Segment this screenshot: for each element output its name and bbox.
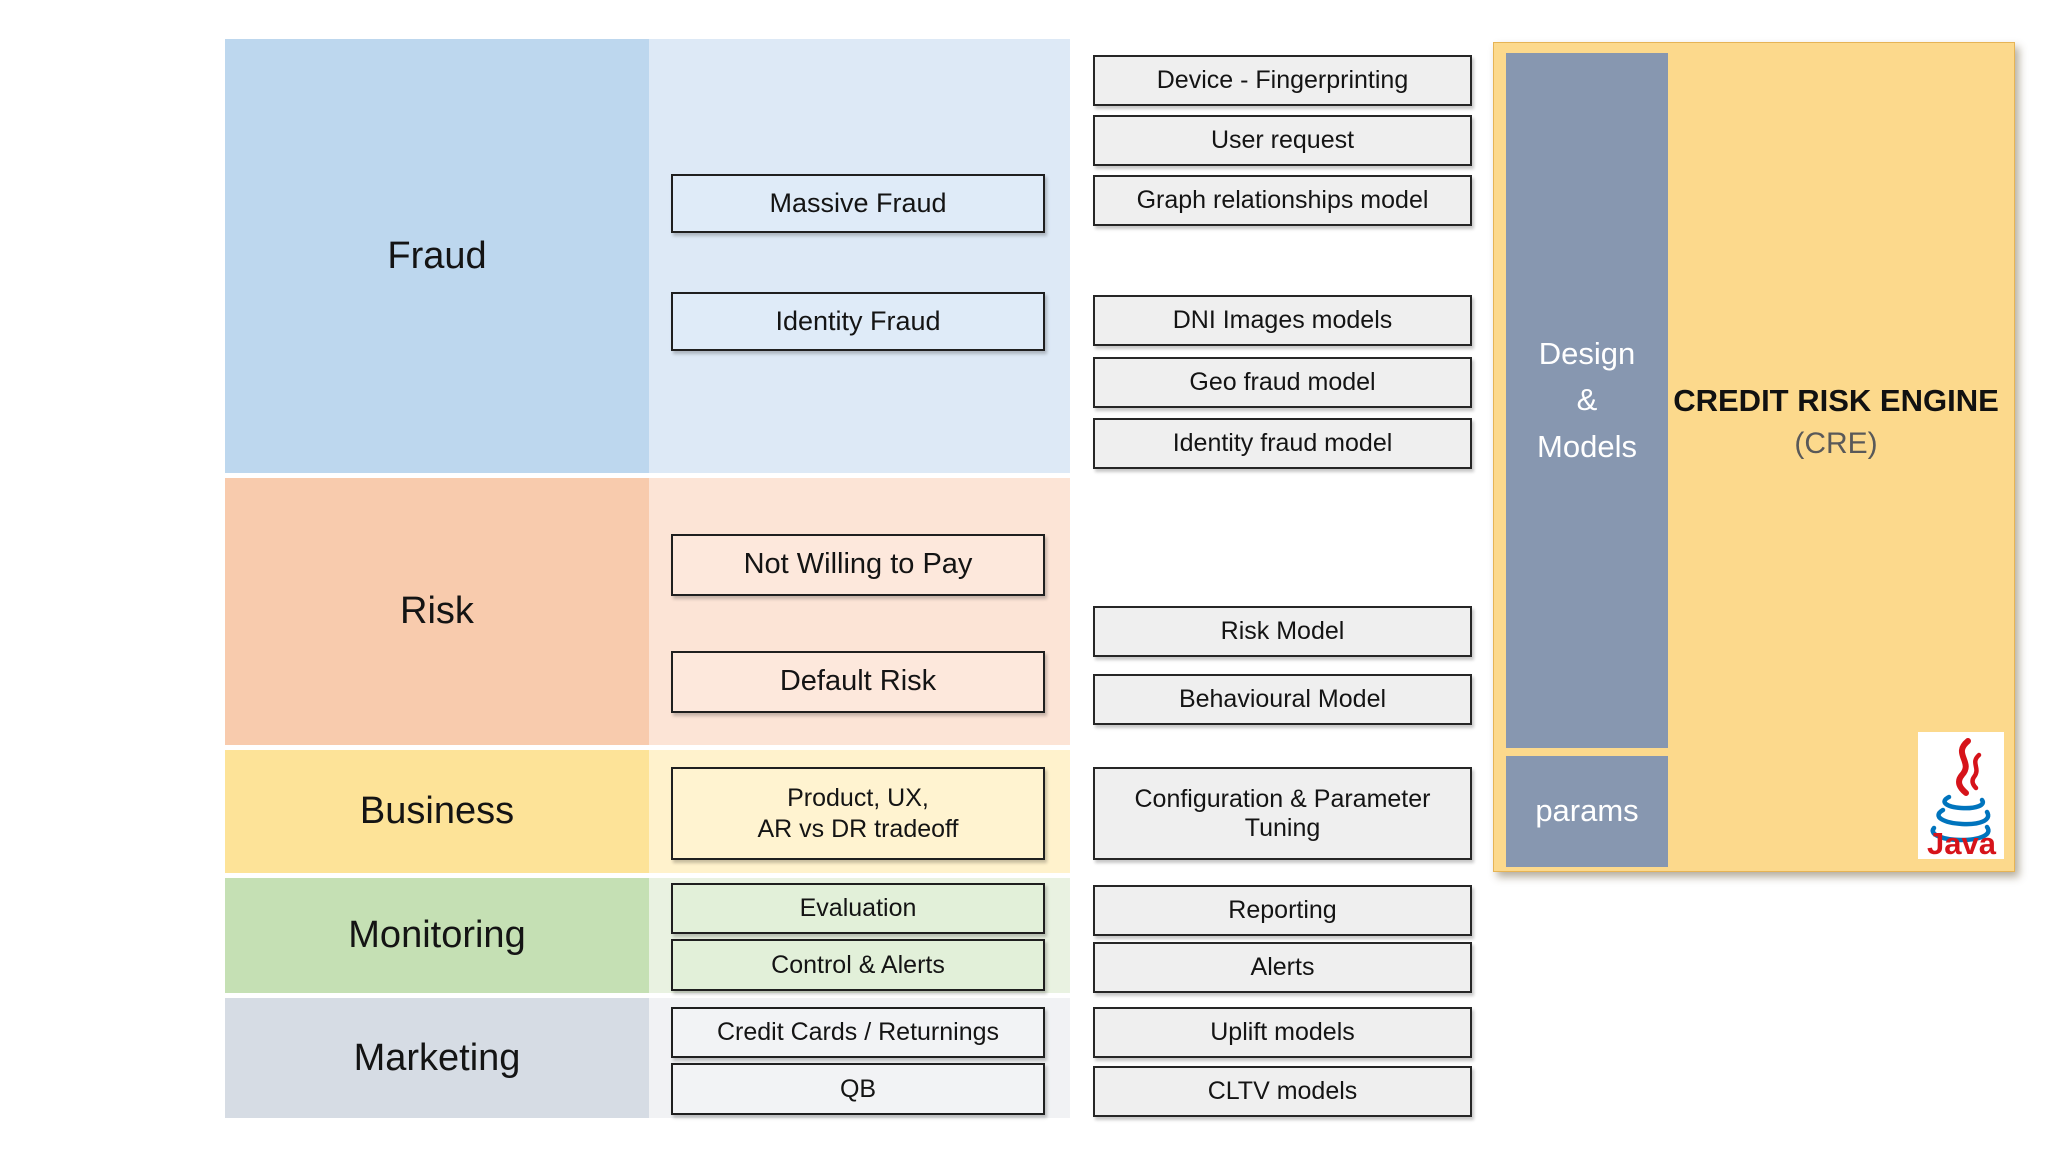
- model-alerts: Alerts: [1093, 942, 1472, 993]
- section-label-fraud: Fraud: [387, 234, 487, 277]
- node-default-risk: Default Risk: [671, 651, 1045, 713]
- node-credit-cards-returnings-label: Credit Cards / Returnings: [716, 1018, 1000, 1047]
- model-graph-relationships-label: Graph relationships model: [1136, 186, 1429, 215]
- node-not-willing-to-pay: Not Willing to Pay: [671, 534, 1045, 596]
- section-panel-business: Business: [225, 750, 649, 873]
- credit-risk-engine-panel: Design & Models params CREDIT RISK ENGIN…: [1493, 42, 2015, 872]
- model-dni-images-label: DNI Images models: [1172, 306, 1393, 335]
- engine-title-block: CREDIT RISK ENGINE (CRE): [1668, 381, 2004, 466]
- model-device-fingerprinting-label: Device - Fingerprinting: [1156, 66, 1409, 95]
- model-geo-fraud-label: Geo fraud model: [1189, 368, 1376, 397]
- section-label-monitoring: Monitoring: [348, 914, 526, 956]
- node-not-willing-to-pay-label: Not Willing to Pay: [743, 548, 973, 581]
- model-cltv-models: CLTV models: [1093, 1066, 1472, 1117]
- node-control-alerts-label: Control & Alerts: [771, 950, 945, 979]
- node-product-ux-tradeoff: Product, UX, AR vs DR tradeoff: [671, 767, 1045, 860]
- model-uplift-models: Uplift models: [1093, 1007, 1472, 1058]
- section-panel-monitoring: Monitoring: [225, 878, 649, 993]
- model-risk-model: Risk Model: [1093, 606, 1472, 657]
- model-device-fingerprinting: Device - Fingerprinting: [1093, 55, 1472, 106]
- model-alerts-label: Alerts: [1250, 953, 1315, 982]
- model-behavioural-model: Behavioural Model: [1093, 674, 1472, 725]
- engine-params-box: params: [1506, 756, 1668, 867]
- node-evaluation: Evaluation: [671, 883, 1045, 934]
- model-geo-fraud: Geo fraud model: [1093, 357, 1472, 408]
- node-qb: QB: [671, 1063, 1045, 1115]
- model-reporting-label: Reporting: [1228, 896, 1337, 925]
- node-qb-label: QB: [839, 1074, 877, 1103]
- node-massive-fraud: Massive Fraud: [671, 174, 1045, 233]
- node-identity-fraud: Identity Fraud: [671, 292, 1045, 351]
- section-panel-risk: Risk: [225, 478, 649, 745]
- engine-design-models-label: Design & Models: [1537, 335, 1637, 464]
- section-label-risk: Risk: [400, 590, 474, 632]
- engine-subtitle: (CRE): [1794, 427, 1878, 461]
- engine-params-label: params: [1535, 793, 1639, 829]
- model-behavioural-model-label: Behavioural Model: [1178, 685, 1387, 714]
- model-configuration-parameter-tuning: Configuration & Parameter Tuning: [1093, 767, 1472, 860]
- engine-design-models-column: Design & Models: [1506, 53, 1668, 748]
- model-identity-fraud: Identity fraud model: [1093, 418, 1472, 469]
- node-evaluation-label: Evaluation: [799, 894, 917, 923]
- section-label-business: Business: [359, 790, 515, 832]
- section-subpanel-fraud: [649, 39, 1070, 473]
- model-risk-model-label: Risk Model: [1220, 617, 1345, 646]
- node-massive-fraud-label: Massive Fraud: [769, 188, 947, 219]
- section-panel-fraud: Fraud: [225, 39, 649, 473]
- model-reporting: Reporting: [1093, 885, 1472, 936]
- model-user-request-label: User request: [1210, 126, 1355, 155]
- engine-title: CREDIT RISK ENGINE: [1673, 383, 1999, 418]
- node-credit-cards-returnings: Credit Cards / Returnings: [671, 1007, 1045, 1058]
- section-label-marketing: Marketing: [353, 1036, 521, 1079]
- model-dni-images: DNI Images models: [1093, 295, 1472, 346]
- java-logo: Java: [1918, 732, 2004, 859]
- node-control-alerts: Control & Alerts: [671, 939, 1045, 991]
- node-product-ux-tradeoff-label: Product, UX, AR vs DR tradeoff: [757, 784, 959, 843]
- model-configuration-parameter-tuning-label: Configuration & Parameter Tuning: [1134, 784, 1431, 842]
- model-identity-fraud-label: Identity fraud model: [1172, 429, 1393, 458]
- section-panel-marketing: Marketing: [225, 998, 649, 1118]
- model-cltv-models-label: CLTV models: [1207, 1077, 1358, 1106]
- node-identity-fraud-label: Identity Fraud: [775, 306, 941, 337]
- java-logo-wordmark: Java: [1927, 826, 1997, 856]
- java-logo-icon: Java: [1927, 738, 1997, 856]
- model-uplift-models-label: Uplift models: [1210, 1018, 1355, 1047]
- model-user-request: User request: [1093, 115, 1472, 166]
- node-default-risk-label: Default Risk: [779, 665, 937, 698]
- model-graph-relationships: Graph relationships model: [1093, 175, 1472, 226]
